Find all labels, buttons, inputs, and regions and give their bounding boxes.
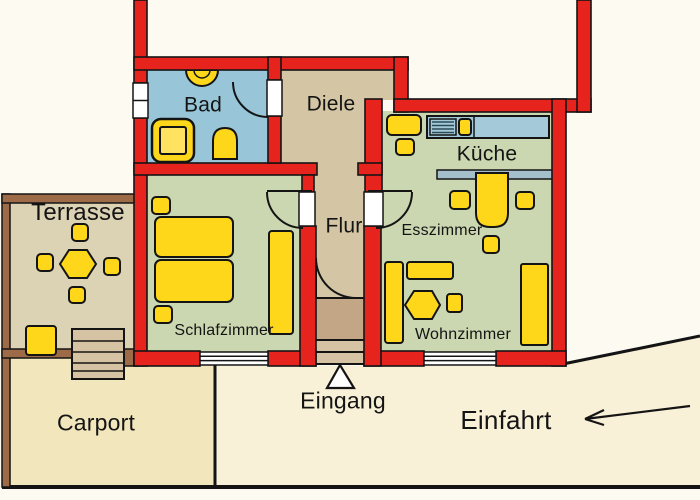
- terrace-wall-left: [1, 193, 11, 488]
- room-label-wohnzimmer: Wohnzimmer: [415, 326, 511, 343]
- room-label-bad: Bad: [184, 93, 222, 117]
- bed: [154, 259, 234, 303]
- area-label-terrasse: Terrasse: [31, 199, 125, 226]
- stove-grill-lines: [432, 121, 454, 134]
- door-arc-entrance: [315, 257, 357, 299]
- terrace-chair: [68, 286, 86, 304]
- room-label-schlafzimmer: Schlafzimmer: [174, 322, 274, 339]
- living-cabinet: [520, 263, 549, 346]
- area-label-eingang: Eingang: [300, 387, 386, 414]
- wall-bath-diele-upper: [267, 56, 282, 81]
- door-gap-bathroom: [266, 79, 283, 117]
- door-arc-bathroom: [232, 81, 269, 118]
- room-label-kueche: Küche: [456, 142, 518, 166]
- kitchen-cabinet: [395, 138, 415, 156]
- terrace-chair: [71, 223, 89, 242]
- window-bedroom: [199, 351, 269, 366]
- toilet: [212, 126, 238, 160]
- kitchen-counter: [426, 115, 550, 139]
- wall-diele-kitchen: [364, 98, 383, 193]
- room-label-flur: Flur: [325, 214, 363, 238]
- terrace-chair: [36, 253, 54, 272]
- wall-flur-right-head: [357, 162, 383, 176]
- wall-flur-left-stub: [301, 174, 315, 193]
- wardrobe: [268, 230, 294, 335]
- dining-table: [475, 172, 509, 228]
- window-living: [423, 351, 497, 366]
- wall-right: [551, 98, 567, 367]
- wall-flur-right: [363, 225, 382, 367]
- entrance-step: [313, 339, 367, 353]
- entrance-landing: [313, 297, 367, 341]
- entrance-step: [313, 351, 367, 365]
- window-pane-line: [424, 355, 496, 362]
- bed: [154, 216, 234, 258]
- dining-chair: [515, 191, 535, 210]
- wall-flur-left: [299, 225, 317, 367]
- terrace-table-hexagon: [58, 249, 98, 279]
- terrace-stairs: [71, 328, 125, 380]
- room-label-diele: Diele: [306, 92, 356, 116]
- entrance-triangle-marker: [325, 362, 356, 390]
- side-table: [446, 293, 463, 313]
- area-label-einfahrt: Einfahrt: [460, 405, 552, 435]
- windows: [132, 79, 497, 366]
- stove: [429, 118, 457, 136]
- room-label-esszimmer: Esszimmer: [401, 222, 483, 239]
- wall-bath-bedroom: [133, 162, 318, 176]
- wall-right-stub: [576, 0, 592, 113]
- terrace-chair: [103, 257, 121, 276]
- flur-floor: [312, 100, 366, 300]
- dining-chair: [482, 235, 500, 254]
- wall-bottom-seg: [133, 350, 201, 367]
- nightstand: [153, 305, 173, 324]
- wall-bottom-seg: [495, 350, 567, 367]
- doors: [232, 81, 413, 299]
- wall-left-lower: [133, 117, 148, 367]
- area-label-carport: Carport: [56, 409, 136, 436]
- door-gap-bedroom: [298, 191, 316, 227]
- counter-sink: [458, 118, 472, 136]
- sink-basin-line: [193, 69, 211, 79]
- dining-chair: [449, 190, 471, 210]
- wall-bath-diele-lower: [267, 115, 282, 164]
- fridge: [386, 114, 422, 136]
- window-pane-line: [200, 355, 268, 362]
- coffee-table-hexagon: [403, 290, 442, 320]
- bathtub-inner: [159, 126, 187, 155]
- door-arc-dining: [368, 190, 413, 229]
- sofa-horizontal: [406, 261, 454, 280]
- plot-boundary-diagonal-line: [562, 334, 700, 366]
- door-arc-bedroom: [266, 190, 312, 229]
- driveway-arrow-icon: [584, 404, 691, 427]
- door-gap-dining: [363, 191, 384, 227]
- nightstand: [151, 196, 171, 215]
- sofa-vertical: [384, 261, 404, 344]
- terrace-bench: [25, 325, 57, 356]
